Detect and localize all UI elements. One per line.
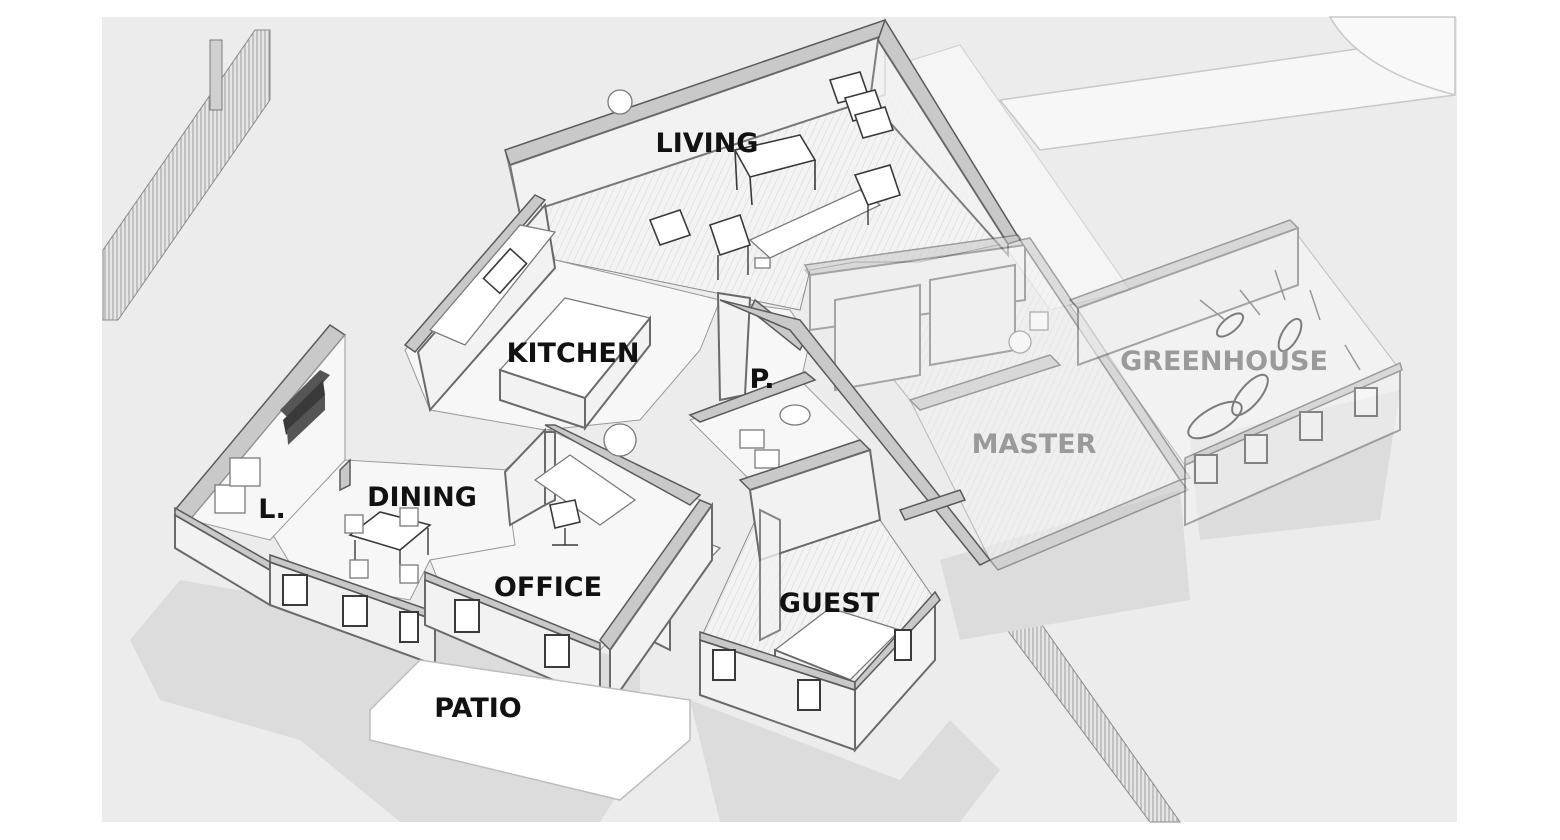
front-wall-south — [269, 499, 714, 709]
living-furniture — [607, 71, 902, 280]
guest-block — [699, 439, 941, 753]
living-room-block — [504, 18, 1022, 311]
room-label-dining: DINING — [367, 482, 477, 513]
room-labels: LIVING KITCHEN P. DINING L. OFFICE GUEST… — [258, 128, 1328, 724]
room-label-greenhouse: GREENHOUSE — [1120, 346, 1328, 377]
room-label-laundry: L. — [258, 494, 285, 525]
room-label-master: MASTER — [972, 429, 1097, 460]
room-label-patio: PATIO — [434, 693, 522, 724]
dining-block — [269, 458, 521, 601]
room-label-kitchen: KITCHEN — [507, 338, 640, 369]
site-fence-left — [102, 29, 271, 321]
master-block — [803, 234, 1192, 571]
hall-walls — [719, 299, 992, 566]
room-label-living: LIVING — [656, 128, 759, 159]
kitchen-block — [403, 194, 721, 431]
patio-slab — [369, 659, 691, 801]
room-label-pantry: P. — [749, 364, 774, 395]
greenhouse-block — [1068, 219, 1403, 527]
laundry-block — [173, 324, 347, 607]
room-label-guest: GUEST — [779, 588, 880, 619]
site-paths — [879, 16, 1456, 311]
room-label-office: OFFICE — [494, 572, 602, 603]
